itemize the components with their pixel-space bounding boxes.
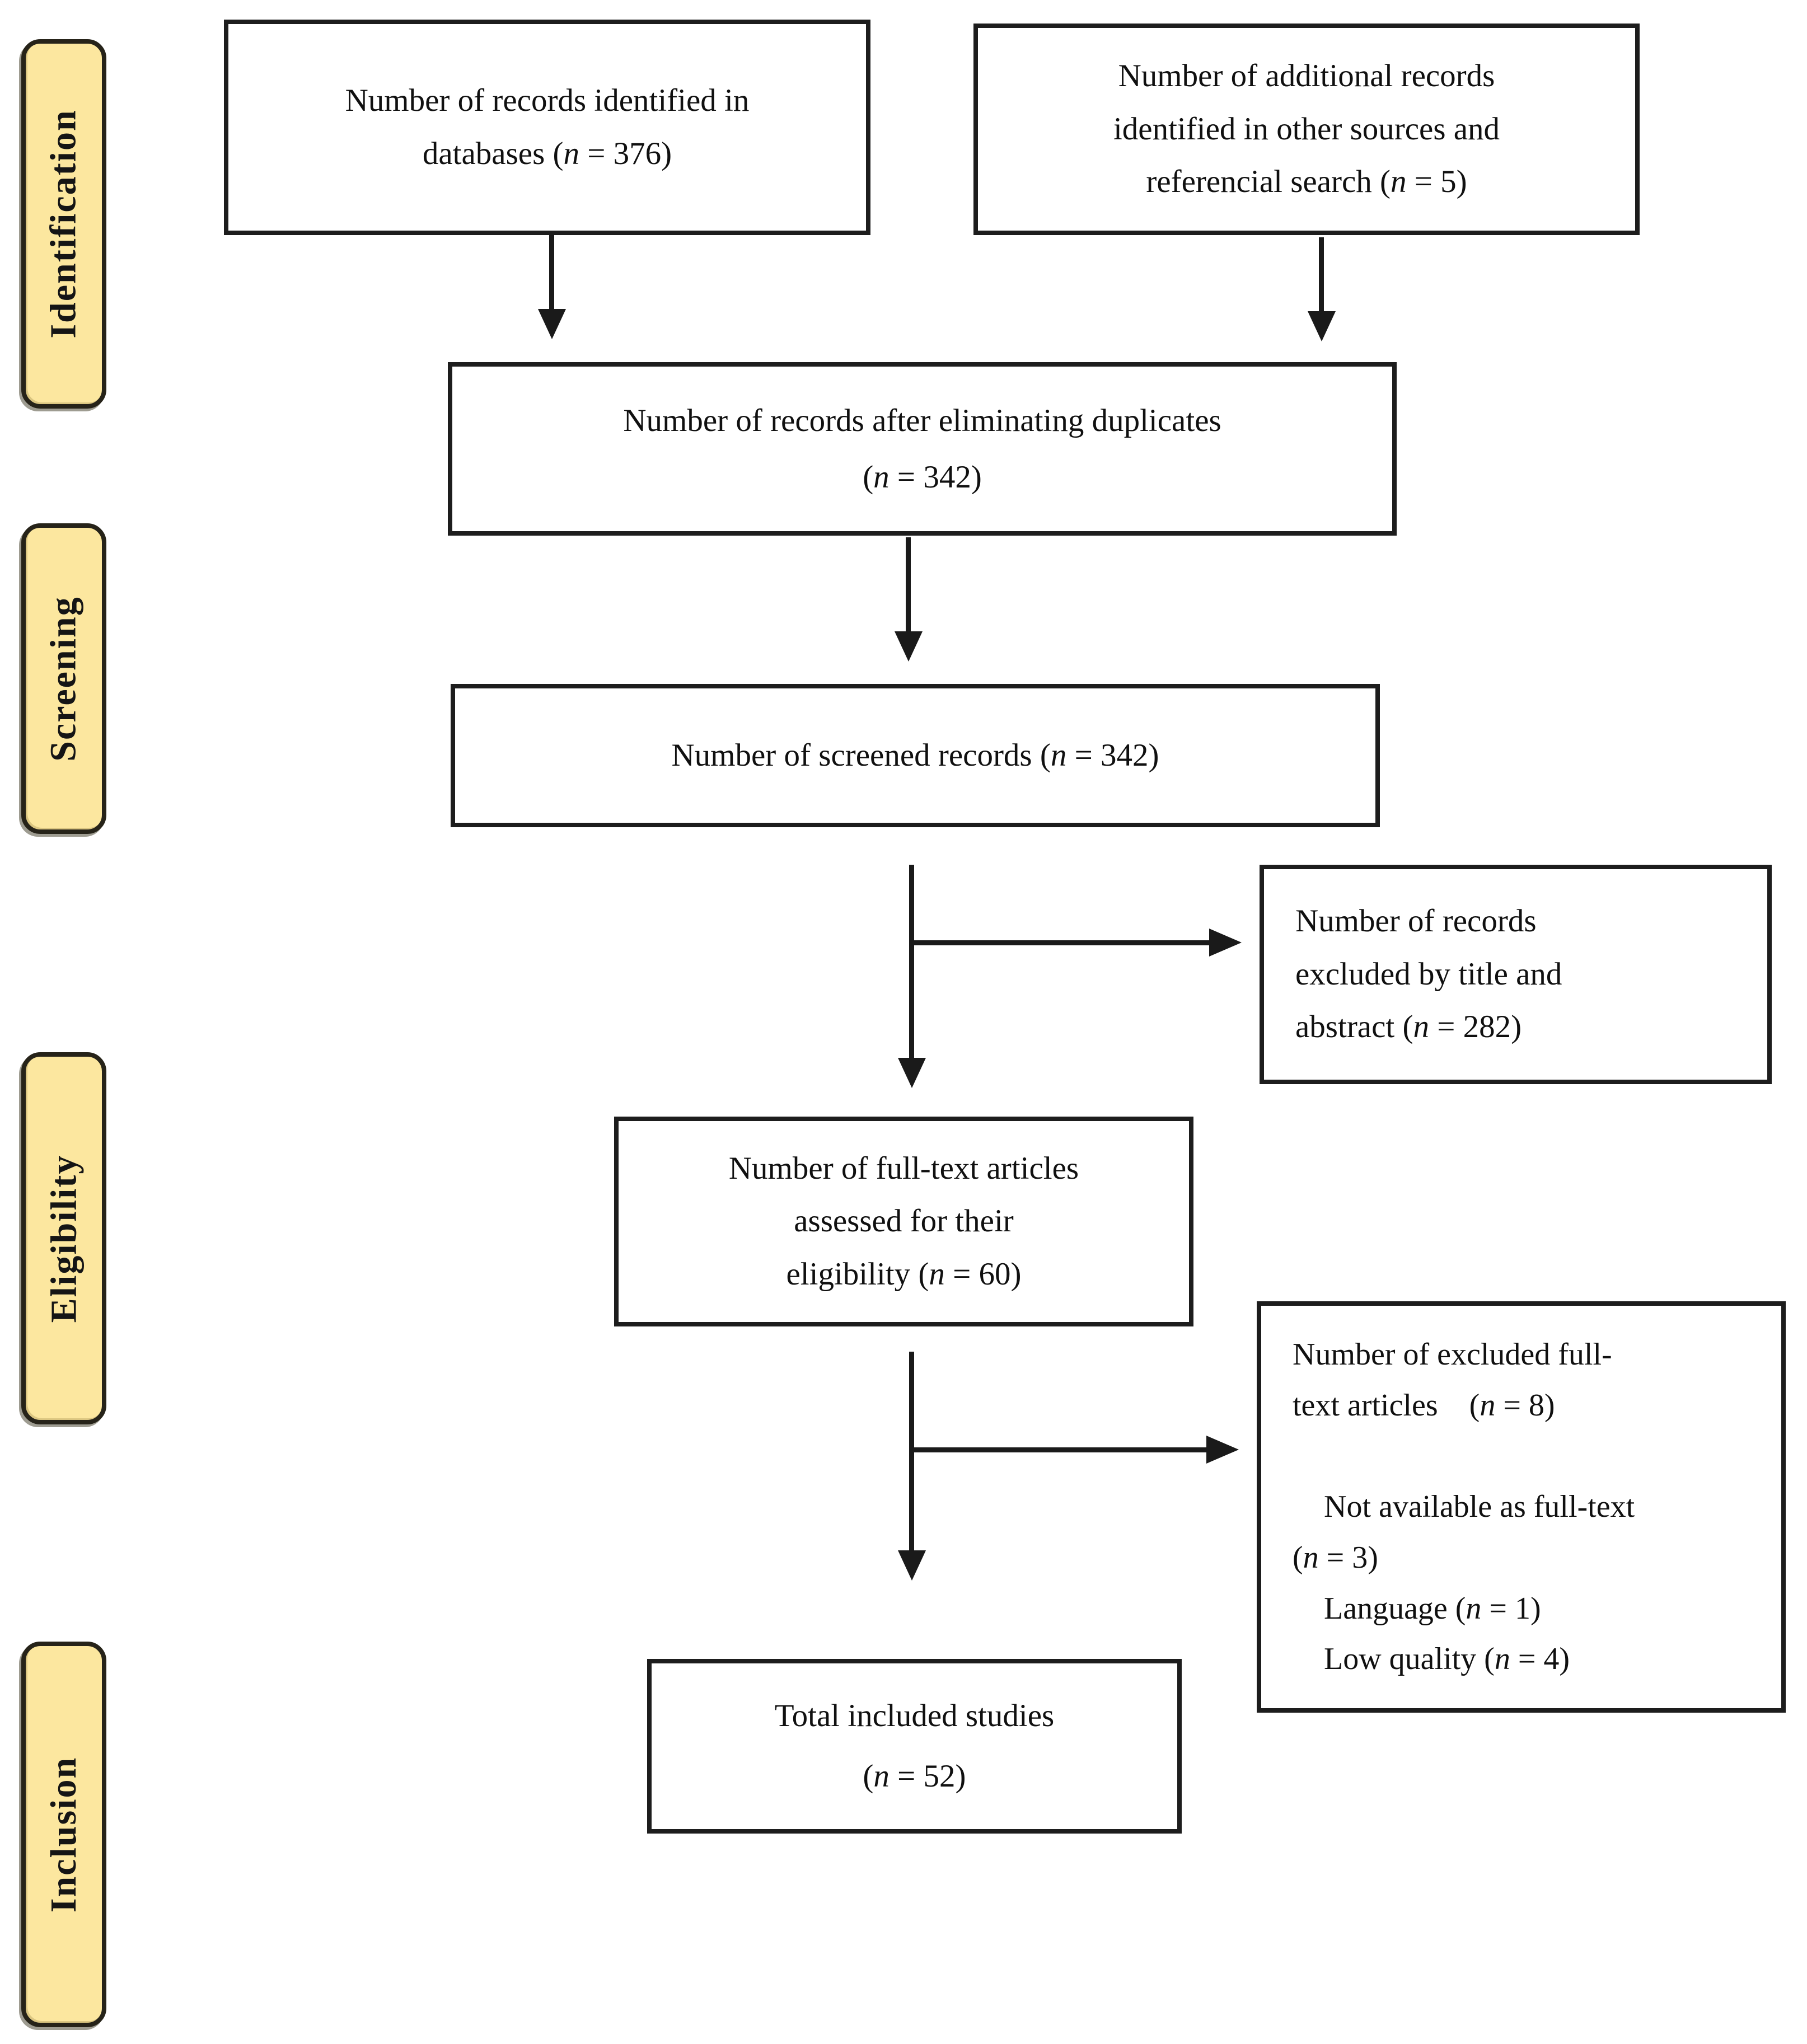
arrow-fulltext-to-included-head-icon (898, 1550, 926, 1581)
arrow-identified-to-duplicates-line (549, 235, 554, 312)
stage-identification-label: Identification (43, 109, 84, 339)
box-records-identified-text: Number of records identified in database… (345, 82, 750, 171)
arrow-branch-fulltext-excluded-line (911, 1447, 1207, 1452)
stage-eligibility-label: Eligibility (43, 1154, 85, 1323)
box-after-duplicates: Number of records after eliminating dupl… (448, 362, 1397, 536)
box-after-duplicates-text: Number of records after eliminating dupl… (623, 402, 1221, 495)
stage-screening-label: Screening (43, 596, 85, 762)
stage-eligibility: Eligibility (21, 1052, 106, 1424)
box-excluded-title-abstract-text: Number of records excluded by title and … (1295, 903, 1562, 1045)
box-fulltext-excluded: Number of excluded full- text articles (… (1257, 1301, 1786, 1713)
arrow-duplicates-to-screened-head-icon (895, 631, 923, 662)
box-excluded-title-abstract: Number of records excluded by title and … (1260, 865, 1772, 1084)
arrow-additional-to-duplicates-line (1319, 237, 1324, 315)
stage-inclusion-label: Inclusion (43, 1756, 84, 1912)
arrow-branch-fulltext-excluded-head-icon (1206, 1436, 1239, 1464)
arrow-screened-to-fulltext-line (909, 865, 914, 1061)
box-total-included: Total included studies (n = 52) (647, 1659, 1182, 1834)
box-total-included-text: Total included studies (n = 52) (774, 1698, 1055, 1794)
arrow-branch-excluded-title-abstract-head-icon (1209, 929, 1242, 957)
box-screened-records-text: Number of screened records (n = 342) (671, 737, 1159, 773)
box-fulltext-excluded-text: Number of excluded full- text articles (… (1293, 1337, 1635, 1677)
stage-identification: Identification (21, 39, 106, 409)
box-fulltext-assessed-text: Number of full-text articles assessed fo… (728, 1150, 1079, 1292)
stage-screening: Screening (21, 523, 106, 834)
box-screened-records: Number of screened records (n = 342) (451, 684, 1380, 827)
stage-inclusion: Inclusion (21, 1642, 106, 2027)
arrow-duplicates-to-screened-line (906, 537, 911, 634)
arrow-fulltext-to-included-line (909, 1352, 914, 1553)
box-fulltext-assessed: Number of full-text articles assessed fo… (614, 1117, 1193, 1326)
box-additional-records: Number of additional records identified … (973, 24, 1640, 235)
arrow-branch-excluded-title-abstract-line (911, 940, 1212, 945)
box-additional-records-text: Number of additional records identified … (1113, 58, 1500, 200)
box-records-identified: Number of records identified in database… (224, 20, 870, 235)
arrow-identified-to-duplicates-head-icon (538, 309, 566, 339)
arrow-additional-to-duplicates-head-icon (1308, 311, 1336, 341)
arrow-screened-to-fulltext-head-icon (898, 1058, 926, 1088)
